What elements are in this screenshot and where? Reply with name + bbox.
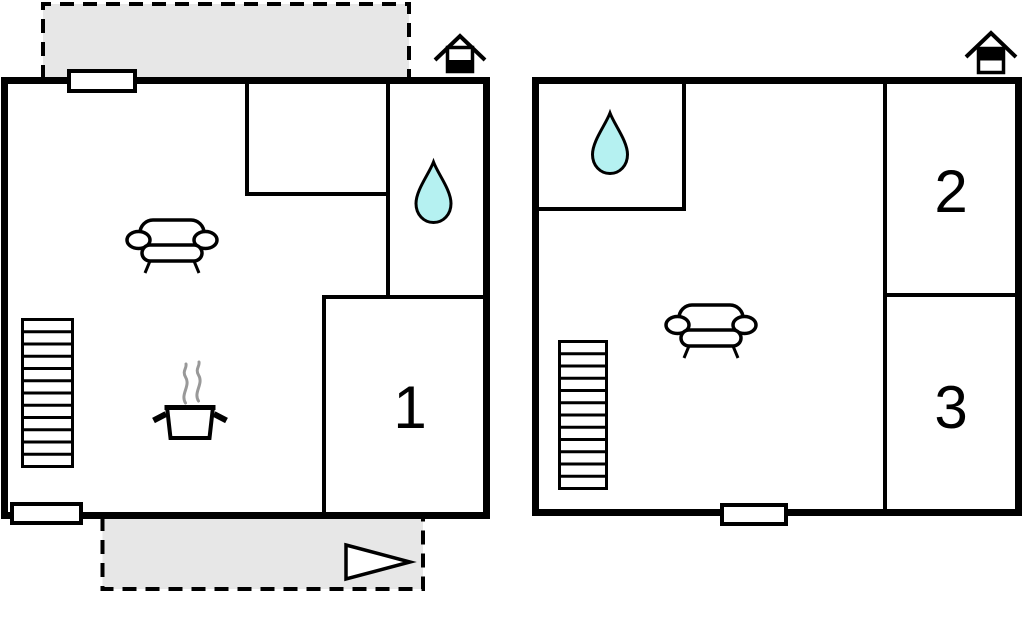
window-bottom [10,502,83,525]
window-top [67,69,137,93]
ground-floor-indicator-icon [433,33,487,74]
room-3-label: 3 [934,374,967,441]
house-level-fill-lower [449,60,471,71]
terrace-bottom-area [100,517,425,591]
pot-handle-right [212,411,228,424]
window-bottom [720,503,788,526]
terrace-top-area [41,2,411,79]
steam-wave [195,360,202,403]
room-1-label: 1 [393,374,426,441]
stairs-icon [21,318,74,468]
house-body-border [445,45,475,74]
interior-walls [245,80,487,514]
upper-floor-plan: 2 3 [532,30,1022,526]
steam-wave [182,362,189,405]
stairs-icon [558,340,608,490]
upper-floor-indicator-icon [964,30,1018,75]
interior-walls [539,80,1019,513]
pot-handle-left [152,411,168,424]
house-level-fill-upper [980,50,1002,61]
pot-body [164,405,216,440]
room-2-label: 2 [934,158,967,225]
stove-pot-icon [152,360,228,440]
entrance-arrow-icon [344,542,417,582]
house-body-border [976,46,1006,75]
ground-floor-plan: 1 [1,2,490,591]
